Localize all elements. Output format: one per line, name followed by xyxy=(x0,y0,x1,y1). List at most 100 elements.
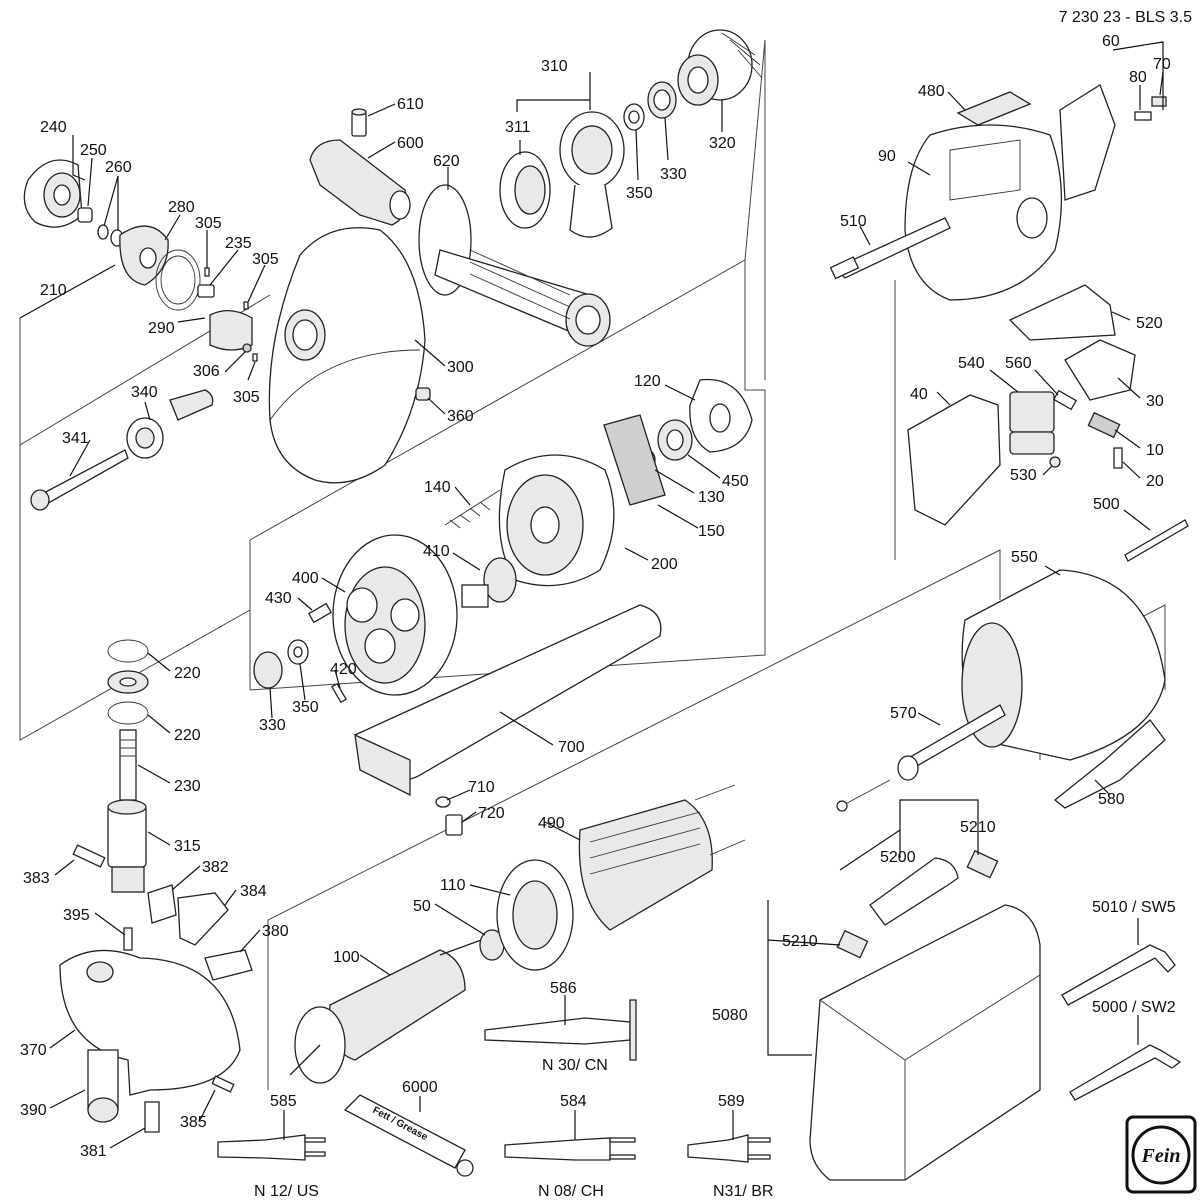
label-260: 260 xyxy=(105,159,132,176)
part-400-gear-cover xyxy=(332,534,458,696)
label-5080: 5080 xyxy=(712,1007,748,1024)
label-395: 395 xyxy=(63,907,90,924)
part-700-base-plate xyxy=(354,604,662,797)
label-40: 40 xyxy=(910,386,928,403)
label-315: 315 xyxy=(174,838,201,855)
label-341: 341 xyxy=(62,430,89,447)
part-385-pin xyxy=(211,1075,235,1093)
part-330-bearing-top xyxy=(647,81,677,119)
label-381: 381 xyxy=(80,1143,107,1160)
label-290: 290 xyxy=(148,320,175,337)
label-130: 130 xyxy=(698,489,725,506)
part-200-motor-shell xyxy=(498,454,615,587)
label-370: 370 xyxy=(20,1042,47,1059)
part-350-washer-top xyxy=(623,103,645,131)
part-100-armature xyxy=(289,934,496,1084)
label-330b: 330 xyxy=(259,717,286,734)
part-5200-handle xyxy=(869,857,959,926)
plug-589 xyxy=(687,1134,771,1163)
part-490-field-coil xyxy=(578,784,746,931)
part-381-screw xyxy=(144,1101,160,1133)
label-150: 150 xyxy=(698,523,725,540)
label-220a: 220 xyxy=(174,665,201,682)
part-6000-grease-tube: Fett / Grease xyxy=(343,1094,474,1177)
label-384: 384 xyxy=(240,883,267,900)
logo-text: Fein xyxy=(1141,1145,1181,1167)
label-610: 610 xyxy=(397,96,424,113)
part-430-screw xyxy=(307,602,333,624)
label-586: 586 xyxy=(550,980,577,997)
part-390-bolt xyxy=(87,1049,119,1123)
part-380-insert xyxy=(204,949,253,981)
part-5080-carry-case xyxy=(809,904,1041,1181)
part-370-die-holder xyxy=(59,949,241,1096)
label-540: 540 xyxy=(958,355,985,372)
part-290-ring-gear xyxy=(155,249,201,311)
label-5010: 5010 / SW5 xyxy=(1092,899,1176,916)
label-340: 340 xyxy=(131,384,158,401)
part-560-brush xyxy=(1052,389,1078,411)
label-584: 584 xyxy=(560,1093,587,1110)
label-480: 480 xyxy=(918,83,945,100)
part-580-cable-guard xyxy=(1053,719,1166,809)
part-150-filter-strip xyxy=(603,414,666,506)
label-305c: 305 xyxy=(233,389,260,406)
document-code: 7 230 23 - BLS 3.5 xyxy=(1059,9,1193,26)
part-5010-hex-key-sw5 xyxy=(1061,944,1176,1006)
label-250: 250 xyxy=(80,142,107,159)
label-580: 580 xyxy=(1098,791,1125,808)
label-390: 390 xyxy=(20,1102,47,1119)
part-250-screw xyxy=(77,207,93,223)
part-30-cover xyxy=(1064,339,1136,401)
label-220b: 220 xyxy=(174,727,201,744)
label-120: 120 xyxy=(634,373,661,390)
part-540-brush-holder xyxy=(1009,391,1055,455)
part-220-circlip-top xyxy=(107,639,149,663)
label-500: 500 xyxy=(1093,496,1120,513)
part-90-motor-housing xyxy=(904,124,1063,301)
part-420-pin xyxy=(331,682,347,704)
part-500-long-screw xyxy=(1124,519,1189,562)
part-280-gear-plate xyxy=(119,225,169,286)
label-5210a: 5210 xyxy=(960,819,996,836)
label-350b: 350 xyxy=(292,699,319,716)
label-360: 360 xyxy=(447,408,474,425)
part-washer-mid-left xyxy=(107,670,149,694)
part-240-housing-cap xyxy=(23,159,83,228)
plug-label-n08ch: N 08/ CH xyxy=(538,1183,604,1200)
part-610-screw xyxy=(351,108,367,137)
part-384-block xyxy=(177,892,229,946)
part-410-pinion xyxy=(461,557,517,608)
label-90: 90 xyxy=(878,148,896,165)
leader-lines xyxy=(19,41,1164,1149)
label-10: 10 xyxy=(1146,442,1164,459)
part-395-pin xyxy=(123,927,133,951)
plug-584 xyxy=(504,1137,636,1161)
label-200: 200 xyxy=(651,556,678,573)
part-520-lever xyxy=(1008,284,1116,341)
label-230: 230 xyxy=(174,778,201,795)
fein-logo: Fein xyxy=(1125,1115,1197,1194)
part-5210-latch-a xyxy=(966,849,999,879)
label-330a: 330 xyxy=(660,166,687,183)
part-315-holder xyxy=(107,799,147,893)
label-600: 600 xyxy=(397,135,424,152)
label-490: 490 xyxy=(538,815,565,832)
part-20-screw xyxy=(1113,447,1123,469)
label-410: 410 xyxy=(423,543,450,560)
part-550-fan-cover xyxy=(961,569,1166,761)
label-520: 520 xyxy=(1136,315,1163,332)
part-350-washer-mid xyxy=(287,639,309,665)
part-60-70-80-brush-parts xyxy=(1059,84,1167,201)
label-420: 420 xyxy=(330,661,357,678)
label-720: 720 xyxy=(478,805,505,822)
label-100: 100 xyxy=(333,949,360,966)
label-320: 320 xyxy=(709,135,736,152)
label-60: 60 xyxy=(1102,33,1120,50)
label-80: 80 xyxy=(1129,69,1147,86)
label-382: 382 xyxy=(202,859,229,876)
plug-label-n30cn: N 30/ CN xyxy=(542,1057,608,1074)
part-311-needle-bearing xyxy=(499,151,551,229)
part-120-shield-plate xyxy=(689,378,753,453)
